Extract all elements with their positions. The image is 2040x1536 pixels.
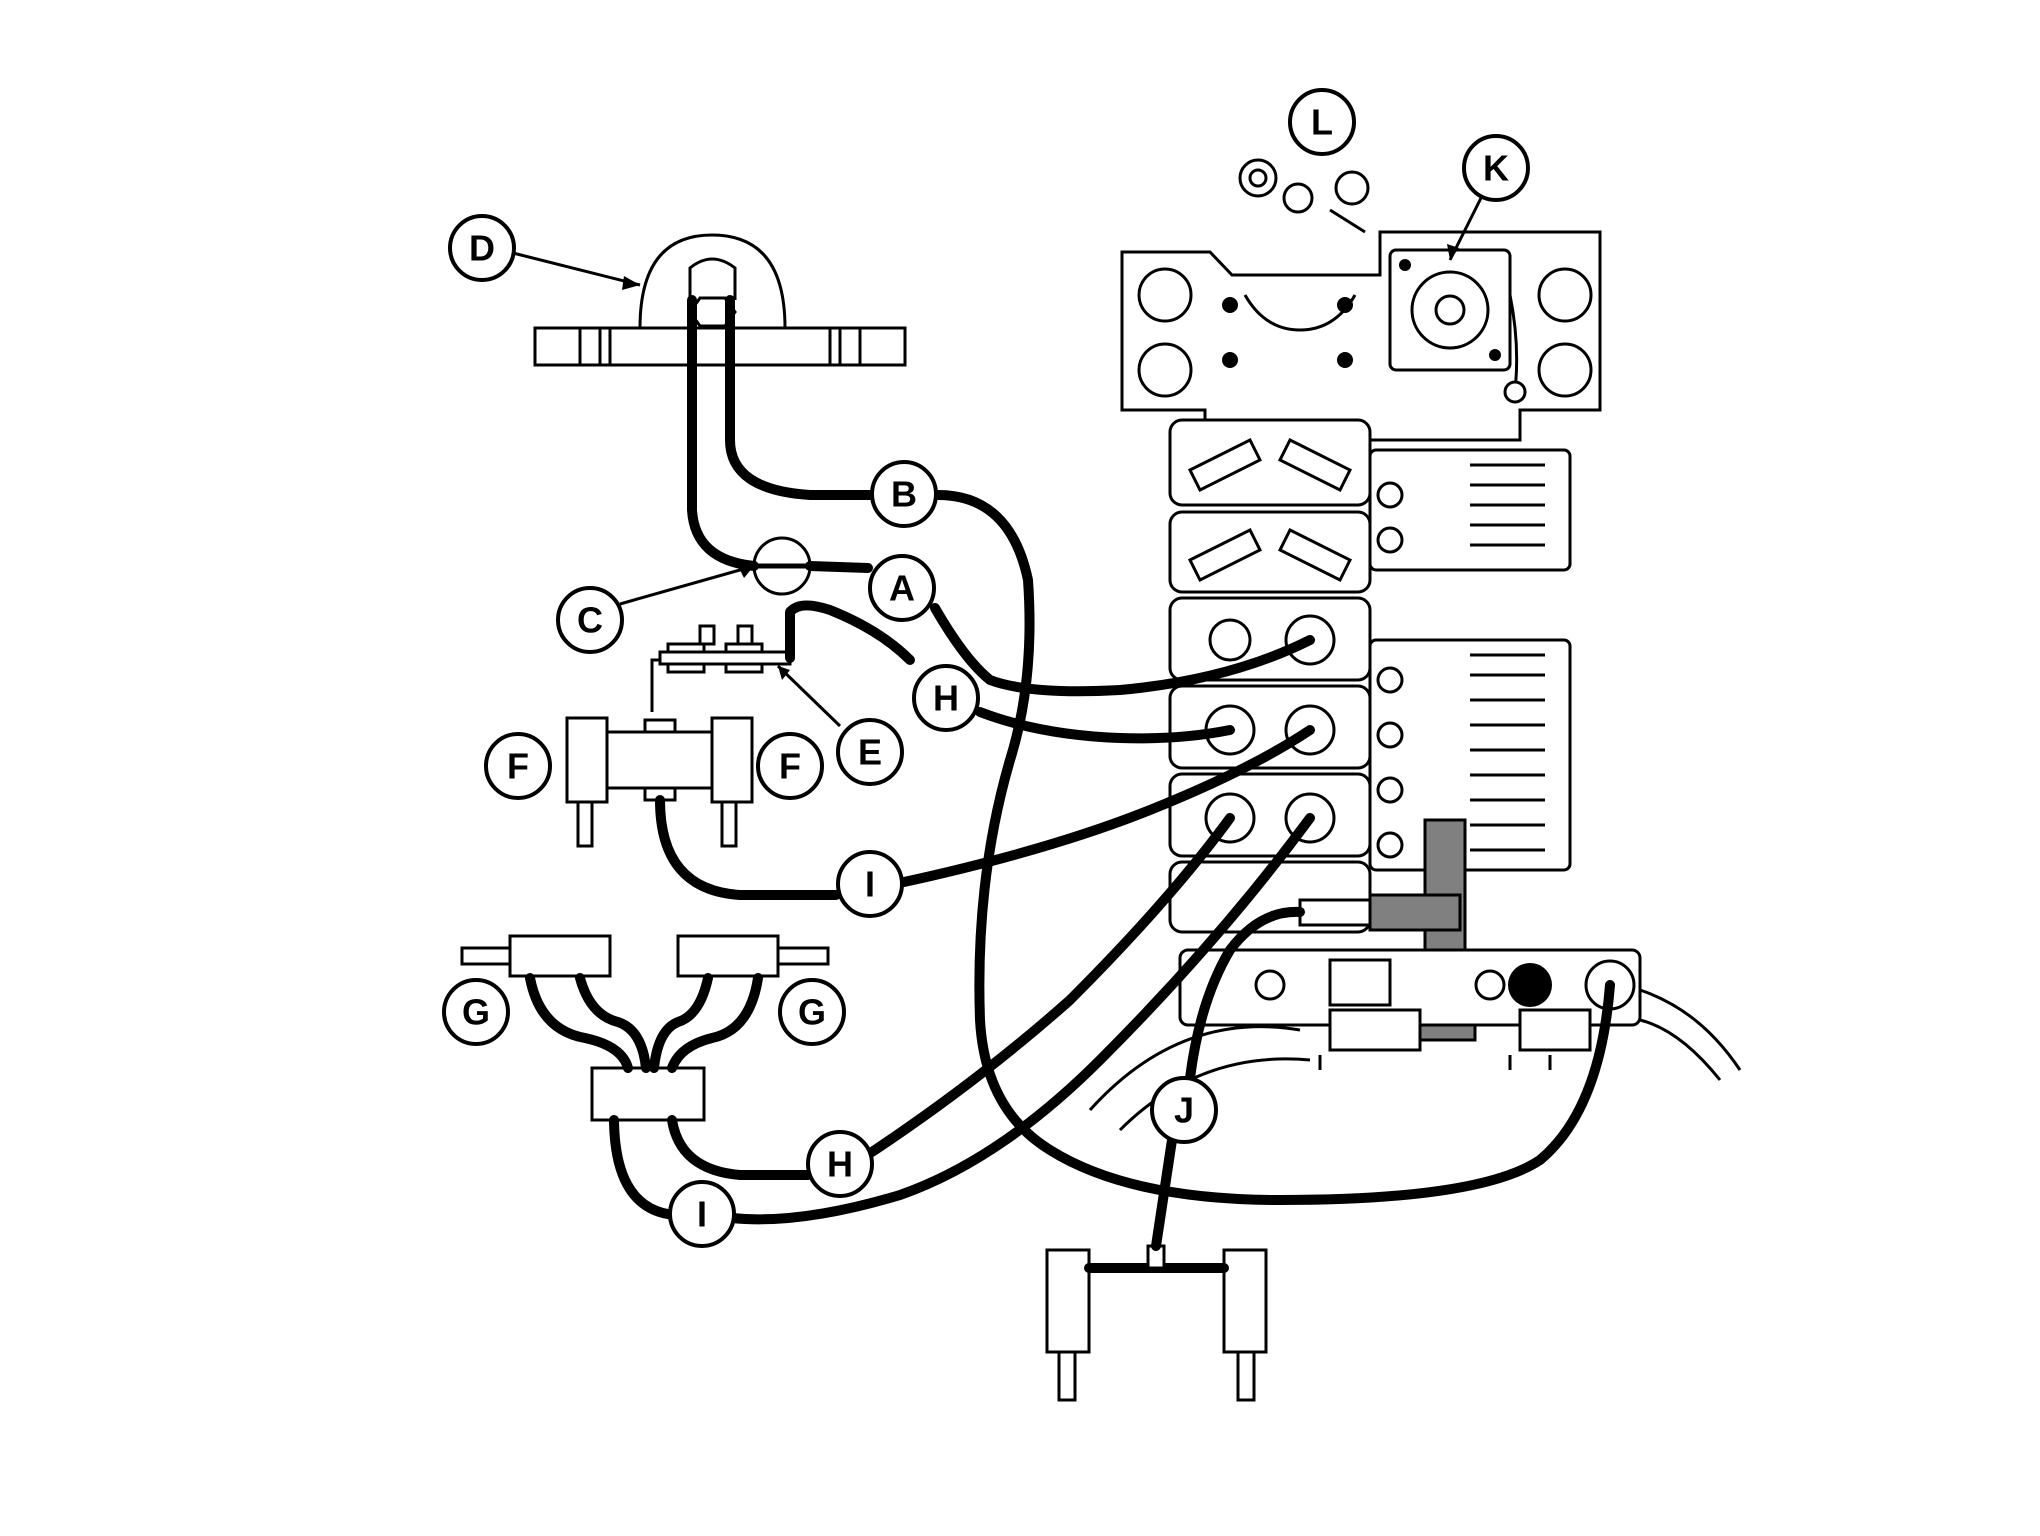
svg-text:H: H: [827, 1144, 853, 1185]
callout-g-right: G: [778, 978, 846, 1046]
callout-i-upper: I: [836, 850, 904, 918]
svg-text:L: L: [1311, 102, 1333, 143]
component-e-valve: [650, 624, 792, 712]
component-f-cylinders: [565, 716, 754, 848]
svg-text:G: G: [462, 992, 490, 1033]
svg-text:C: C: [577, 600, 603, 641]
svg-text:A: A: [889, 568, 915, 609]
component-c: [752, 536, 812, 596]
fittings-l: [1238, 158, 1370, 234]
svg-text:E: E: [858, 732, 882, 773]
component-j-cylinders: [1045, 1244, 1268, 1402]
svg-text:I: I: [865, 864, 875, 905]
control-valve-assembly: [1088, 230, 1742, 1132]
hoses: [609, 295, 1615, 1251]
valve-sections: [1168, 418, 1372, 934]
callout-f-right: F: [756, 732, 824, 800]
callout-i-lower: I: [668, 1180, 736, 1248]
component-d-mount: [533, 233, 907, 367]
callout-j: J: [1150, 1076, 1218, 1144]
callout-f-left: F: [484, 732, 552, 800]
svg-text:G: G: [798, 992, 826, 1033]
svg-text:B: B: [891, 474, 917, 515]
svg-text:F: F: [507, 746, 529, 787]
svg-text:I: I: [697, 1194, 707, 1235]
mounting-bracket: [1120, 230, 1602, 442]
leader-lines: [512, 189, 1487, 728]
callout-b: B: [870, 460, 938, 528]
solenoid-stack: [1368, 448, 1572, 872]
svg-text:J: J: [1174, 1090, 1194, 1131]
callout-l: L: [1288, 88, 1356, 156]
callout-c: C: [556, 586, 624, 654]
lower-manifold: [1178, 948, 1642, 1070]
callout-d: D: [448, 214, 516, 282]
component-g-assembly: [460, 934, 830, 1122]
callout-e: E: [836, 718, 904, 786]
svg-text:H: H: [933, 678, 959, 719]
svg-text:K: K: [1483, 148, 1509, 189]
svg-text:F: F: [779, 746, 801, 787]
callout-h-upper: H: [912, 664, 980, 732]
svg-text:D: D: [469, 228, 495, 269]
callout-k: K: [1462, 134, 1530, 202]
callout-g-left: G: [442, 978, 510, 1046]
callout-a: A: [868, 554, 936, 622]
callout-h-lower: H: [806, 1130, 874, 1198]
